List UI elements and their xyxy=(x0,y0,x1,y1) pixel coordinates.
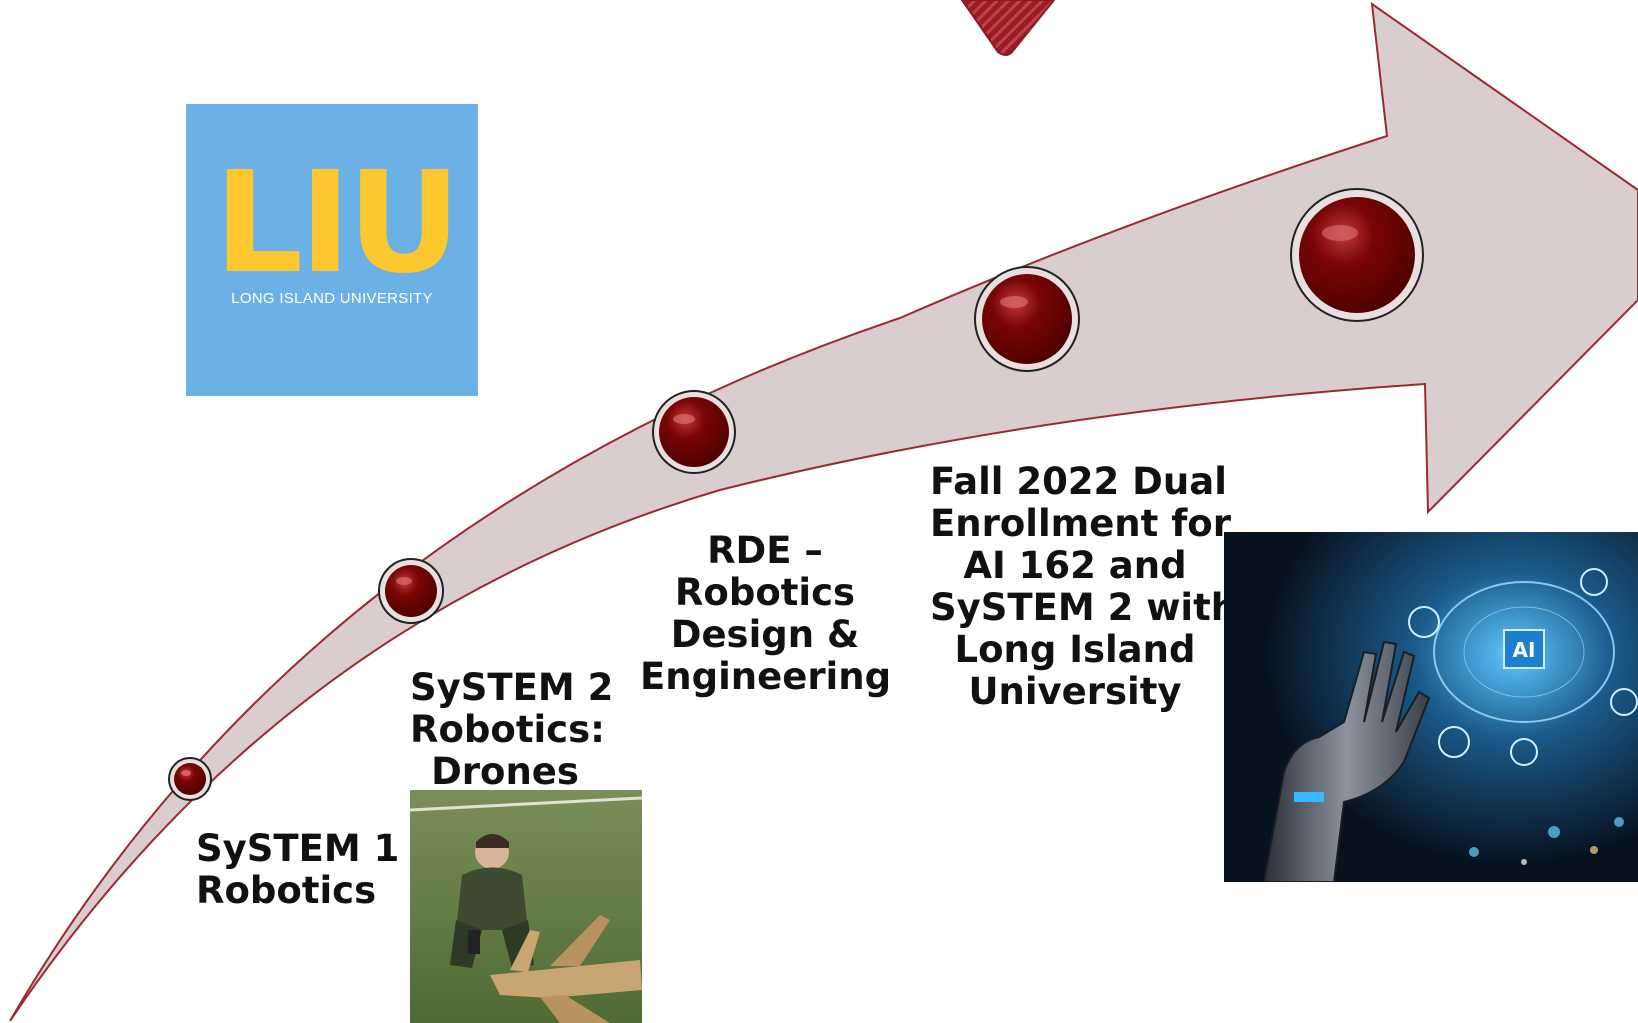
milestone-dot-4 xyxy=(974,266,1080,372)
milestone-label-dual-enrollment: Fall 2022 Dual Enrollment for AI 162 and… xyxy=(930,460,1238,713)
ai-robot-hand-photo: AI xyxy=(1224,532,1638,882)
milestone-label-rde: RDE – Robotics Design & Engineering xyxy=(640,529,892,698)
liu-logo-subtitle: LONG ISLAND UNIVERSITY xyxy=(231,290,433,307)
milestone-dot-2 xyxy=(378,558,444,624)
liu-logo: LIU LONG ISLAND UNIVERSITY xyxy=(186,104,478,396)
top-triangle-decoration xyxy=(960,0,1056,56)
milestone-dot-1 xyxy=(168,757,212,801)
drone-student-photo xyxy=(410,790,642,1023)
milestone-dot-3 xyxy=(652,390,736,474)
milestone-label-system1: SySTEM 1 Robotics xyxy=(196,827,400,912)
liu-logo-mark: LIU xyxy=(214,142,461,305)
milestone-dot-5 xyxy=(1290,188,1424,322)
milestone-label-system2: SySTEM 2 Robotics: Drones xyxy=(410,666,614,793)
timeline-arrow xyxy=(9,1,1638,1022)
ai-badge: AI xyxy=(1513,638,1536,662)
